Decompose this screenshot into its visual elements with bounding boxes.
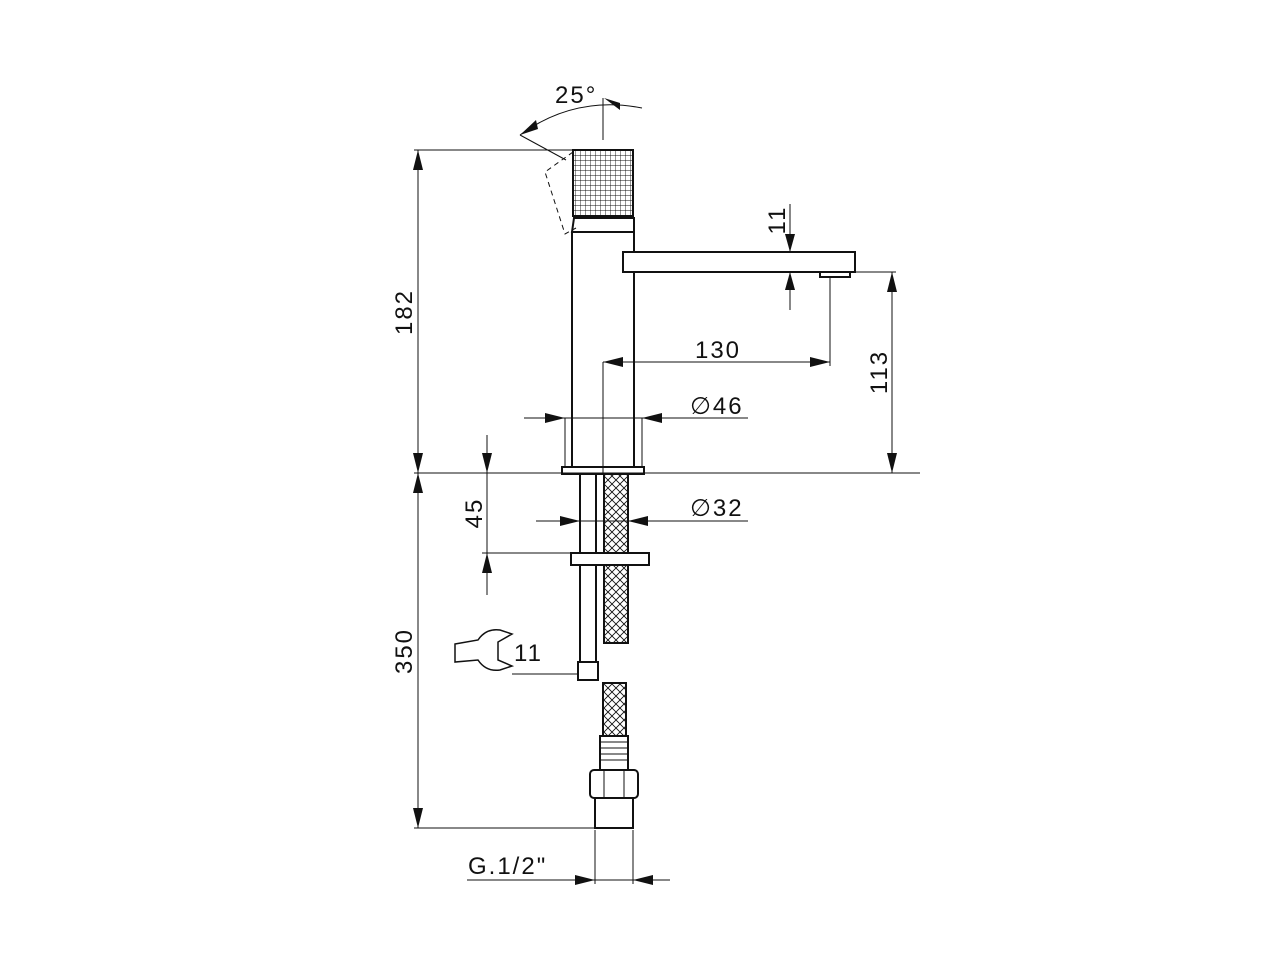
spout bbox=[622, 251, 856, 278]
dim-spout-thickness: 11 bbox=[764, 204, 795, 310]
dim-handle-rotation: 25° bbox=[519, 82, 643, 161]
dim-spout-height: 113 bbox=[850, 271, 897, 473]
dim-hose-length: 350 bbox=[391, 473, 595, 829]
dim-spout-reach-label: 130 bbox=[695, 337, 741, 364]
dim-shank-length: 45 bbox=[461, 435, 571, 595]
dim-hose-length-label: 350 bbox=[391, 628, 418, 674]
wrench-icon bbox=[454, 628, 515, 672]
shank-and-hoses bbox=[570, 473, 650, 829]
dim-spout-reach: 130 bbox=[603, 277, 831, 367]
dim-shank-length-label: 45 bbox=[461, 498, 488, 529]
dim-shank-diameter: ∅32 bbox=[536, 495, 748, 526]
dim-handle-rotation-label: 25° bbox=[555, 82, 597, 109]
dim-wrench-size: 11 bbox=[454, 628, 578, 675]
dim-total-height-label: 182 bbox=[391, 289, 418, 335]
dim-body-diameter-label: ∅46 bbox=[690, 393, 744, 420]
dim-spout-thickness-label: 11 bbox=[764, 206, 791, 235]
dim-spout-height-label: 113 bbox=[866, 350, 893, 394]
dim-total-height: 182 bbox=[391, 149, 580, 473]
dim-connection-thread: G.1/2" bbox=[467, 830, 670, 885]
handle-knob bbox=[544, 149, 634, 235]
dim-connection-thread-label: G.1/2" bbox=[468, 853, 547, 880]
dim-wrench-size-label: 11 bbox=[514, 640, 543, 667]
dim-shank-diameter-label: ∅32 bbox=[690, 495, 744, 522]
dim-body-diameter: ∅46 bbox=[524, 393, 748, 467]
